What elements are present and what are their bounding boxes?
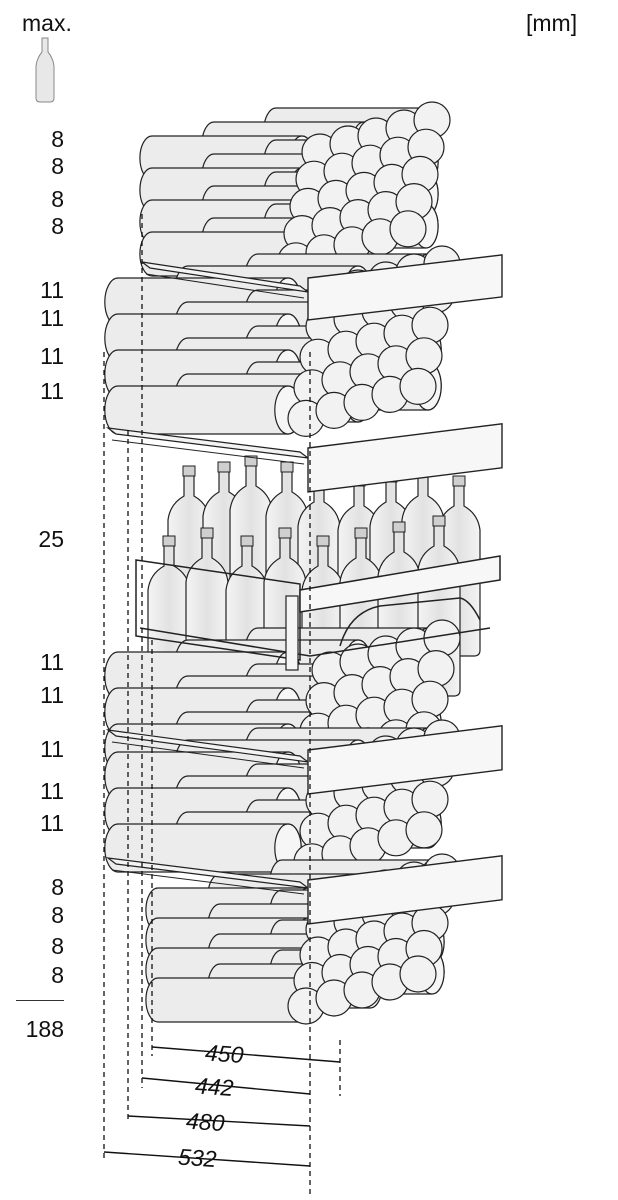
count-bottom-4: 8 — [51, 962, 64, 988]
dim-480: 480 — [185, 1107, 225, 1136]
frame-bottom — [139, 627, 491, 657]
shelf2-stack-end-1-4 — [417, 649, 455, 688]
upright-front-6-cap — [392, 521, 406, 533]
upright-front-1-cap — [200, 527, 214, 539]
total-divider — [16, 1000, 64, 1001]
count-bottom-3: 8 — [51, 933, 64, 959]
upright-front-7-cap — [432, 515, 446, 527]
shelf3-rail-rail-lower — [111, 869, 305, 895]
upright-back-2-cap — [244, 455, 258, 467]
upright-front-0-cap — [162, 535, 176, 547]
upright-front-5-cap — [354, 527, 368, 539]
total-count: 188 — [25, 1016, 64, 1042]
unit-label: [mm] — [526, 10, 578, 36]
shelf-top-rail-front-panel — [307, 254, 503, 321]
count-top-1: 8 — [51, 126, 64, 152]
shelf-top-rail — [141, 254, 503, 321]
dimension-line-0 — [151, 1046, 341, 1063]
upright-back-1-cap — [217, 461, 231, 473]
count-shelf3-2: 11 — [40, 810, 64, 836]
shelf1-stack-bottle-3-0-body — [104, 385, 302, 435]
top-stack-end-4-4 — [389, 210, 427, 248]
shelf2-rail — [105, 725, 503, 795]
shelf3-stack-end-2-4 — [411, 780, 449, 818]
frame-post — [285, 595, 299, 671]
shelf2-stack-end-2-4 — [411, 680, 449, 718]
count-shelf1-2: 11 — [40, 305, 64, 331]
upright-front-3-cap — [278, 527, 292, 539]
count-shelf2-3: 11 — [40, 736, 64, 762]
count-top-3: 8 — [51, 186, 64, 212]
shelf1-stack-end-3-4 — [405, 337, 443, 375]
dimension-line-3 — [103, 1151, 311, 1167]
shelf3-rail-front-panel — [307, 855, 503, 925]
count-bottom-2: 8 — [51, 902, 64, 928]
bottle-icon-body — [35, 37, 55, 103]
count-shelf3-1: 11 — [40, 778, 64, 804]
frame-handle — [339, 597, 481, 647]
shelf3-stack-end-3-4 — [405, 811, 443, 849]
shelf1-stack-end-4-4 — [399, 367, 437, 405]
shelf1-stack-end-2-4 — [411, 306, 449, 344]
count-shelf1-1: 11 — [40, 277, 64, 303]
shelf1-rail-rail-lower — [111, 439, 305, 465]
count-shelf1-3: 11 — [40, 343, 64, 369]
frame-side — [135, 559, 301, 661]
shelf2-rail-front-panel — [307, 725, 503, 795]
presentation-frame — [135, 555, 501, 671]
bottom-stack-end-4-4 — [399, 955, 437, 993]
upright-front-2-cap — [240, 535, 254, 547]
frame-front-panel — [299, 555, 501, 613]
shelf1-stack-bottle-3-0 — [104, 385, 302, 435]
count-top-4: 8 — [51, 213, 64, 239]
dimension-line-1 — [141, 1077, 311, 1095]
max-label: max. — [22, 10, 72, 36]
count-shelf1-4: 11 — [40, 378, 64, 404]
count-shelf2-2: 11 — [40, 682, 64, 708]
count-top-2: 8 — [51, 153, 64, 179]
shelf1-rail-front-panel — [307, 423, 503, 493]
count-presentation: 25 — [38, 526, 64, 552]
upright-back-0-cap — [182, 465, 196, 477]
shelf3-rail — [105, 855, 503, 925]
count-bottom-1: 8 — [51, 874, 64, 900]
upright-back-3-cap — [280, 461, 294, 473]
upright-back-8-cap — [452, 475, 466, 487]
dimension-line-2 — [127, 1115, 311, 1127]
count-shelf2-1: 11 — [40, 649, 64, 675]
shelf2-rail-rail-lower — [111, 741, 305, 769]
shelf1-rail — [105, 423, 503, 493]
shelf-top-rail-rail-lower — [145, 273, 305, 299]
bottle-icon — [35, 37, 55, 103]
upright-front-4-cap — [316, 535, 330, 547]
